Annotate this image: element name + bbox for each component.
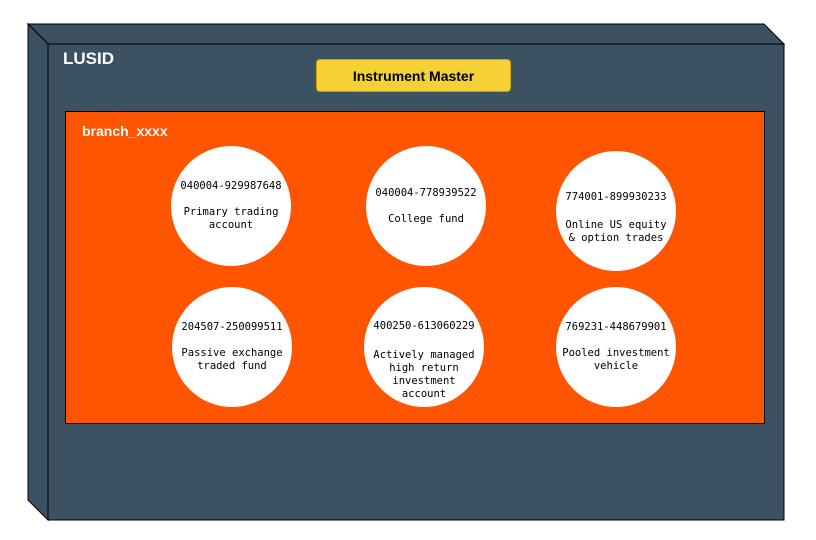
branch-label: branch_xxxx <box>82 123 168 139</box>
account-id: 204507-250099511 <box>181 321 283 333</box>
instrument-master-label: Instrument Master <box>352 67 475 84</box>
node-side-face <box>27 22 49 522</box>
account-id: 040004-929987648 <box>180 180 282 192</box>
account-circle[interactable]: 769231-448679901 Pooled investment vehic… <box>556 287 676 407</box>
account-circle[interactable]: 040004-929987648 Primary trading account <box>171 146 291 266</box>
account-id: 774001-899930233 <box>565 191 667 203</box>
account-id: 040004-778939522 <box>375 187 477 199</box>
account-description: Primary trading account <box>183 206 279 231</box>
account-id: 400250-613060229 <box>373 320 475 332</box>
account-description: College fund <box>388 213 464 225</box>
account-circle[interactable]: 204507-250099511 Passive exchange traded… <box>172 287 292 407</box>
account-description: Actively managed high return investment … <box>373 349 475 400</box>
node-top-face <box>26 23 786 45</box>
lusid-title: LUSID <box>63 49 114 68</box>
account-circle[interactable]: 774001-899930233 Online US equity & opti… <box>556 151 676 271</box>
account-circle[interactable]: 400250-613060229 Actively managed high r… <box>364 287 484 407</box>
account-description: Pooled investment vehicle <box>562 347 670 372</box>
instrument-master-box[interactable]: Instrument Master <box>316 59 511 92</box>
account-description: Online US equity & option trades <box>565 219 667 244</box>
account-id: 769231-448679901 <box>565 321 667 333</box>
account-description: Passive exchange traded fund <box>181 347 283 372</box>
account-circle[interactable]: 040004-778939522 College fund <box>366 146 486 266</box>
